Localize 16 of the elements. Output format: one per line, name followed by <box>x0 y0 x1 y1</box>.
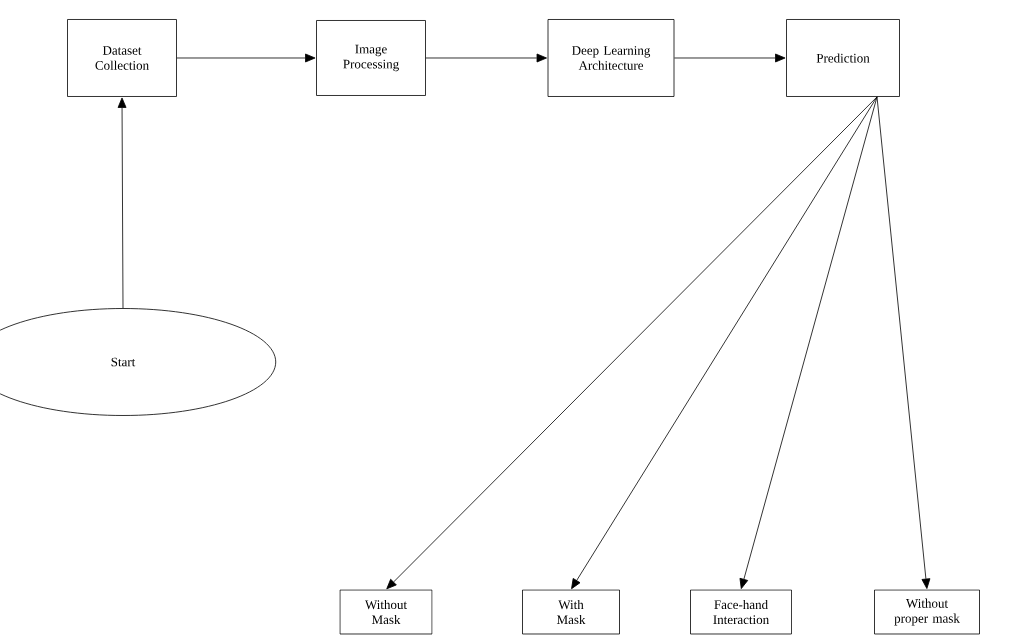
arrow <box>425 53 547 63</box>
process-box: Without proper mask <box>874 589 980 635</box>
arrow <box>176 53 316 63</box>
process-box: With Mask <box>522 589 620 635</box>
arrow <box>386 96 878 590</box>
process-box: Image Processing <box>316 20 426 96</box>
process-box: Dataset Collection <box>67 19 177 97</box>
process-box: Without Mask <box>339 589 433 635</box>
arrow <box>571 96 878 590</box>
process-box: Prediction <box>786 19 900 97</box>
arrow <box>674 53 786 63</box>
process-box: Face-hand Interaction <box>690 589 792 635</box>
arrow <box>117 97 127 309</box>
arrow <box>739 96 878 589</box>
arrow <box>876 96 931 589</box>
process-box: Deep Learning Architecture <box>547 19 675 97</box>
